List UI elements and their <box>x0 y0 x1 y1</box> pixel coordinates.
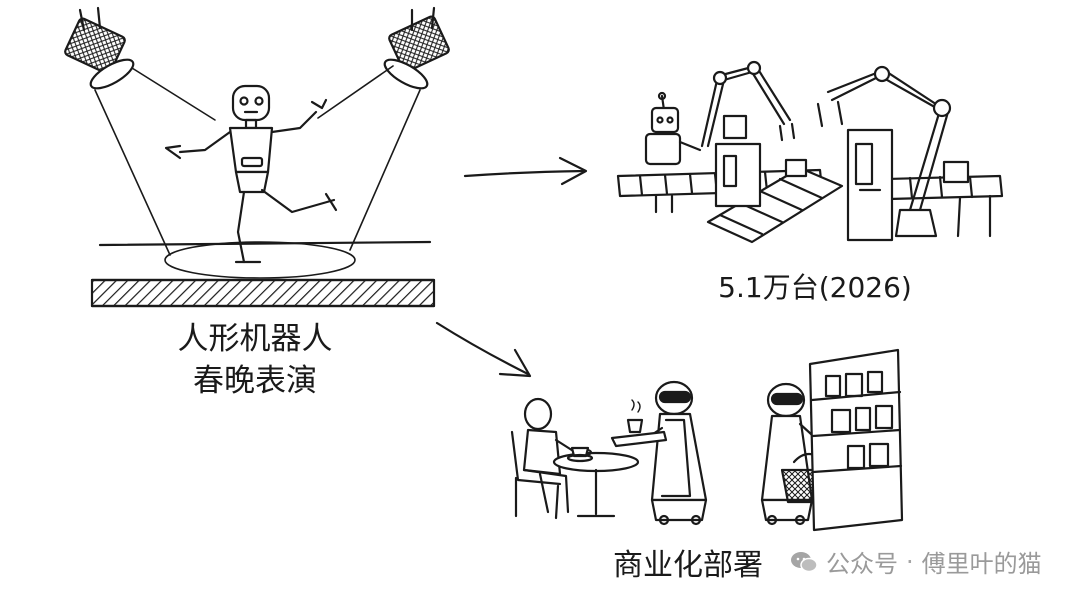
stage-caption: 人形机器人 春晚表演 <box>150 318 360 402</box>
service-scene <box>510 348 904 532</box>
chair-icon <box>510 430 562 520</box>
watermark-channel: 公众号 <box>826 550 898 578</box>
service-caption: 商业化部署 <box>613 548 763 583</box>
seated-robot-icon <box>522 397 580 514</box>
conveyor-belt-diagonal <box>706 166 844 244</box>
stage-floor <box>90 240 436 308</box>
stage-caption-line1: 人形机器人 <box>177 321 333 357</box>
dancing-robot-icon <box>164 84 338 264</box>
watermark: 公众号 · 傅里叶的猫 <box>790 544 1042 579</box>
machine-unit <box>714 128 894 242</box>
wechat-icon <box>791 551 818 572</box>
factory-scene <box>616 60 1004 244</box>
cafe-table-icon <box>552 446 640 518</box>
light-beams <box>94 65 421 256</box>
spotlight-right-icon <box>383 6 450 90</box>
factory-caption: 5.1万台(2026) <box>718 271 912 304</box>
robotic-arm-icon <box>816 65 952 238</box>
stage-caption-line2: 春晚表演 <box>193 363 317 399</box>
arrow-to-service <box>435 321 532 378</box>
worker-robot-icon <box>644 91 702 214</box>
watermark-author: 傅里叶的猫 <box>921 550 1042 578</box>
watermark-separator: · <box>906 547 914 576</box>
robotic-arm-icon <box>700 60 796 148</box>
stage-scene <box>64 6 450 308</box>
spotlight-left-icon <box>64 6 135 90</box>
store-shelf-icon <box>808 348 904 532</box>
waiter-robot-icon <box>610 380 708 526</box>
arrow-to-factory <box>463 156 588 186</box>
package-box-icon <box>722 114 970 184</box>
